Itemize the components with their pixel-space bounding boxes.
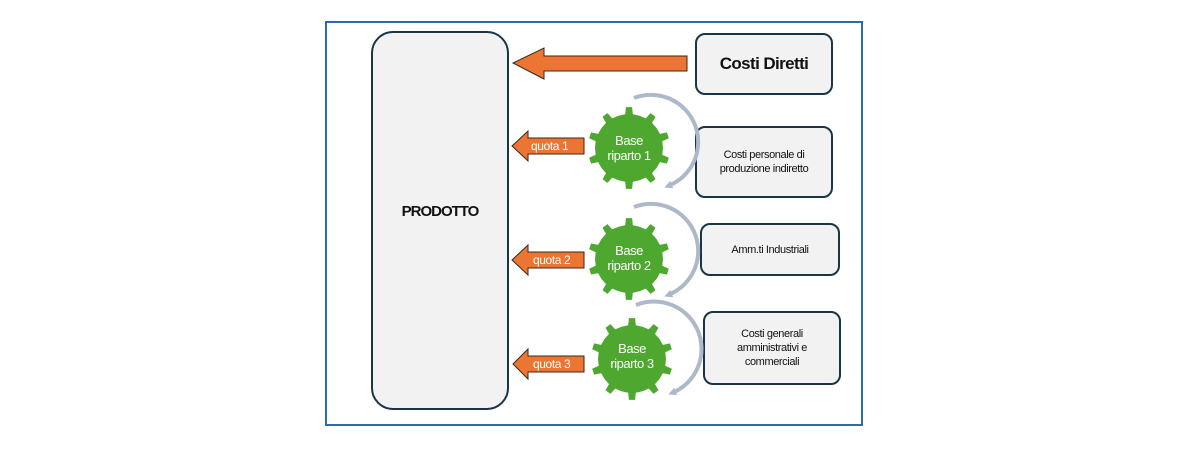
cost-pool-label-3: Costi generali amministrativi e commerci… [736,328,807,368]
product-label: PRODOTTO [401,202,480,220]
base-label-1-line1: Base [615,133,643,148]
base-label-3-line1: Base [618,341,646,356]
gear-icon-3 [592,318,672,400]
quota-arrow-1 [511,129,585,163]
cost-pool-box-2: Amm.ti Industriali [700,223,840,276]
direct-costs-label: Costi Diretti [719,54,809,73]
base-label-2-line2: riparto 2 [607,258,651,273]
cost-pool-box-1: Costi personale di produzione indiretto [695,126,833,198]
cycle-arrow-1 [633,92,701,189]
cost-pool-label-1: Costi personale di produzione indiretto [719,149,809,175]
base-label-1-line2: riparto 1 [607,148,651,163]
base-label-3-line2: riparto 3 [610,356,654,371]
quota-label-1: quota 1 [531,139,569,153]
cost-pool-label-2: Amm.ti Industriali [731,243,809,256]
base-label-1: Base riparto 1 [589,133,669,163]
base-label-2-line1: Base [615,243,643,258]
cycle-arrow-3 [635,299,704,396]
quota-label-2: quota 2 [533,253,571,267]
gear-shape [592,318,672,400]
base-label-2: Base riparto 2 [589,243,669,273]
product-box: PRODOTTO [371,31,509,410]
gear-shape [589,218,669,300]
gear-icon-1 [589,107,669,189]
cycle-arrow-2 [633,201,701,298]
quota-arrow-3 [512,347,585,381]
base-label-3: Base riparto 3 [592,341,672,371]
quota-label-3: quota 3 [533,357,571,371]
direct-cost-arrow [511,47,688,80]
cost-pool-box-3: Costi generali amministrativi e commerci… [703,311,841,385]
gear-shape [589,107,669,189]
gear-icon-2 [589,218,669,300]
quota-arrow-2 [511,243,585,277]
direct-costs-box: Costi Diretti [695,33,833,95]
